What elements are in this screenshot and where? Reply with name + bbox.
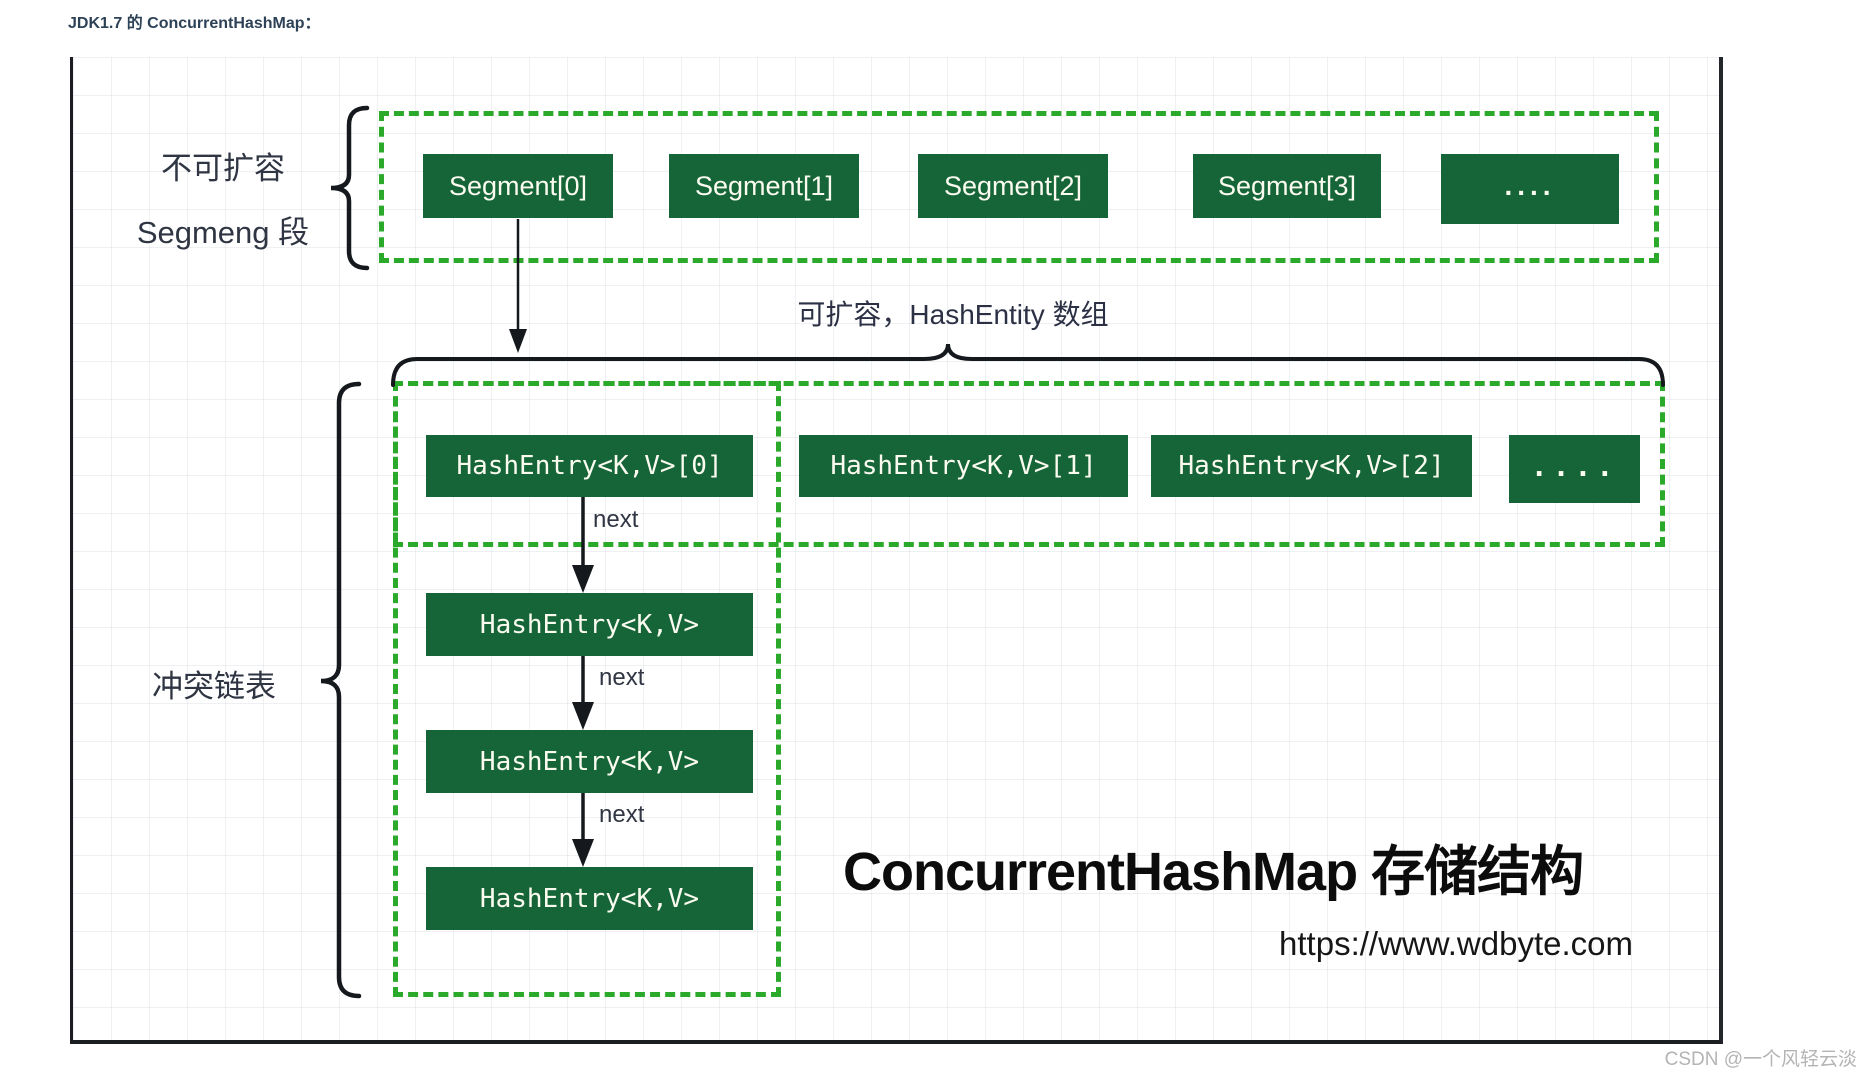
next-arrow-2 [572, 656, 594, 730]
segment-1-node: Segment[1] [669, 154, 859, 218]
hashentry-1-node: HashEntry<K,V>[1] [799, 435, 1128, 497]
diagram-canvas: 不可扩容 Segmeng 段 Segment[0] Segment[1] Seg… [70, 57, 1723, 1044]
hashentry-2-node: HashEntry<K,V>[2] [1151, 435, 1472, 497]
hashentry-0-node: HashEntry<K,V>[0] [426, 435, 753, 497]
hash-array-label: 可扩容，HashEntity 数组 [797, 299, 1109, 330]
chain-node-1: HashEntry<K,V> [426, 593, 753, 656]
next-arrow-1 [572, 497, 594, 593]
segment-3-node: Segment[3] [1193, 154, 1381, 218]
segment-2-node: Segment[2] [918, 154, 1108, 218]
diagram-title: ConcurrentHashMap 存储结构 [843, 842, 1584, 902]
csdn-watermark: CSDN @一个风轻云淡 [1664, 1049, 1857, 1070]
segment0-down-arrow [509, 219, 527, 353]
hash-array-horizontal-brace [391, 343, 1665, 387]
diagram-source-url: https://www.wdbyte.com [1279, 925, 1633, 962]
chain-node-3: HashEntry<K,V> [426, 867, 753, 930]
chain-node-2: HashEntry<K,V> [426, 730, 753, 793]
next-edge-label-3: next [599, 801, 645, 828]
chain-region-border [393, 381, 781, 997]
hashentry-ellipsis-node: .... [1509, 435, 1640, 503]
segment-0-node: Segment[0] [423, 154, 613, 218]
segments-label-line2: Segmeng 段 [136, 215, 310, 250]
next-edge-label-2: next [599, 664, 645, 691]
chain-curly-brace [320, 381, 362, 999]
segments-curly-brace [330, 105, 370, 271]
segments-region-border [379, 111, 1659, 263]
segments-label-line1: 不可扩容 [161, 151, 285, 186]
chain-label: 冲突链表 [152, 669, 276, 704]
page-title: JDK1.7 的 ConcurrentHashMap： [68, 15, 321, 32]
next-arrow-3 [572, 793, 594, 867]
next-edge-label-1: next [593, 506, 639, 533]
segment-ellipsis-node: .... [1441, 154, 1619, 224]
